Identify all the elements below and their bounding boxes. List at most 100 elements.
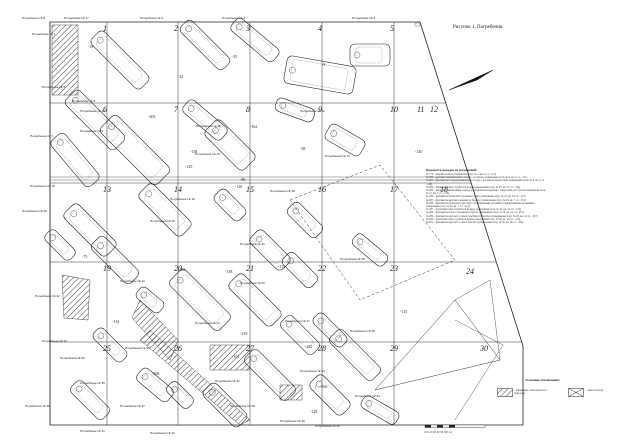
skeleton-outline (208, 388, 241, 421)
find-entry: № 179 – лицевая монета (завершение погр.… (426, 173, 497, 176)
grave-outline (230, 17, 280, 63)
conventions-title: Условные обозначения: (525, 378, 561, 382)
skull (57, 139, 64, 146)
burial-label: Погребение № 39 (280, 419, 305, 423)
skull (97, 332, 105, 340)
grave-pit (44, 229, 76, 261)
grave-outline (281, 251, 319, 289)
grave-pit (169, 269, 231, 331)
skeleton-outline (330, 128, 358, 151)
grave-outline (64, 89, 126, 151)
burial-label: Погребение № 34 (355, 394, 380, 398)
burial-label: Погребение № 41 (80, 429, 105, 433)
triangle-outline (374, 299, 501, 391)
grave-outline (100, 115, 170, 185)
depth-mark: -133 (178, 267, 186, 272)
skeleton-outline (318, 318, 341, 341)
burial-label: Погребение № 5 (42, 85, 66, 89)
skeleton-outline (56, 138, 93, 180)
skull (279, 102, 286, 109)
grave-pit (351, 233, 389, 267)
depth-mark: -115 (278, 264, 286, 269)
scale-label: 0 10 20 30 40 50 100 см (424, 431, 452, 434)
skull (70, 210, 77, 217)
grid-square-number: 1 (103, 24, 107, 33)
skull (365, 400, 372, 407)
skull (177, 277, 184, 284)
grave-outline (204, 119, 256, 171)
burial-label: Погребение № 15 (30, 184, 55, 188)
grave-pit (249, 229, 291, 271)
grave-pits (44, 17, 400, 428)
grave-outline (244, 349, 296, 401)
skull (97, 242, 104, 249)
cross-swatch (568, 388, 584, 397)
skull (141, 373, 149, 380)
burial-label: Погребение № 36 (25, 404, 50, 408)
burial-label: Погребение № 6 (72, 99, 96, 103)
burial-label: Погребение № 3 (352, 16, 376, 20)
grid-square-number: 22 (318, 264, 326, 273)
skull (315, 380, 323, 388)
grid-square-number: 2 (174, 24, 178, 33)
depth-mark: -38 (300, 146, 306, 151)
depth-mark: -182 (305, 344, 313, 349)
skull (212, 127, 219, 134)
grid-square-number: 13 (103, 185, 111, 194)
grave-outline (202, 382, 248, 428)
burial-label: Погребение № 21 (240, 242, 265, 246)
burial-label: Погребение № 23 (120, 279, 145, 283)
skull (75, 385, 83, 393)
grave-pit (360, 395, 400, 425)
skull (236, 23, 243, 31)
grid-square-number: 4 (318, 24, 322, 33)
skull (289, 66, 296, 74)
grave-outline (274, 97, 316, 123)
grave-outline (182, 99, 228, 141)
skull (49, 234, 56, 241)
skeleton-outline (96, 36, 143, 83)
grave-pit (179, 19, 231, 71)
grave-pit (182, 99, 228, 141)
grid-square-number: 30 (480, 344, 488, 353)
grid-square-number: 25 (103, 344, 111, 353)
skull (285, 320, 293, 328)
skeleton-outline (141, 292, 157, 307)
burial-label: Погребение № 30 (60, 356, 85, 360)
grid-square-number: 10 (390, 105, 398, 114)
hatch-swatch (497, 388, 513, 397)
burial-label: Погребение № 27 (285, 319, 310, 323)
grid-square-number: 12 (430, 105, 438, 114)
depth-mark: -118 (190, 149, 198, 154)
grave-pit (349, 43, 391, 67)
burial-label: Погребение № 26 (240, 281, 265, 285)
find-entry: № 281 – фрагменты сосуда керамического с… (426, 179, 545, 186)
skeleton-outline (334, 334, 374, 374)
burial-label: Погребение № 40 (315, 424, 340, 428)
skeleton-outline (50, 235, 69, 254)
excavation-grid (49, 21, 524, 426)
grid-square-number: 29 (390, 344, 398, 353)
grid-square-number: 20 (174, 264, 182, 273)
find-entry: № 288 – фрагменты белого стеклянного бру… (426, 211, 525, 215)
burial-label: Погребение № 22 (35, 294, 60, 298)
grave-pit (64, 89, 126, 151)
grid-square-number: 8 (246, 105, 250, 114)
skull (287, 257, 295, 265)
grave-outline (329, 329, 381, 381)
burial-label: Погребение № 2 (140, 16, 164, 20)
dashed-pit (289, 164, 456, 301)
grave-outline (135, 286, 165, 314)
cross-legend-label: – ямы и подбои (586, 389, 604, 392)
grave-pit (324, 123, 366, 157)
burial-label: Погребение № 14 (325, 154, 350, 158)
burial-label: Погребение № 4 (32, 32, 56, 36)
grid-square-number: 15 (246, 185, 254, 194)
depth-mark: -108 (152, 371, 160, 376)
burial-label: Погребение № 33 (300, 369, 325, 373)
depth-mark: -35 (232, 54, 238, 59)
figure-caption: Рисунок 1. Погребения. (453, 25, 504, 30)
grave-outline (136, 367, 174, 403)
grave-outline (169, 269, 231, 331)
grave-pit (309, 374, 351, 416)
